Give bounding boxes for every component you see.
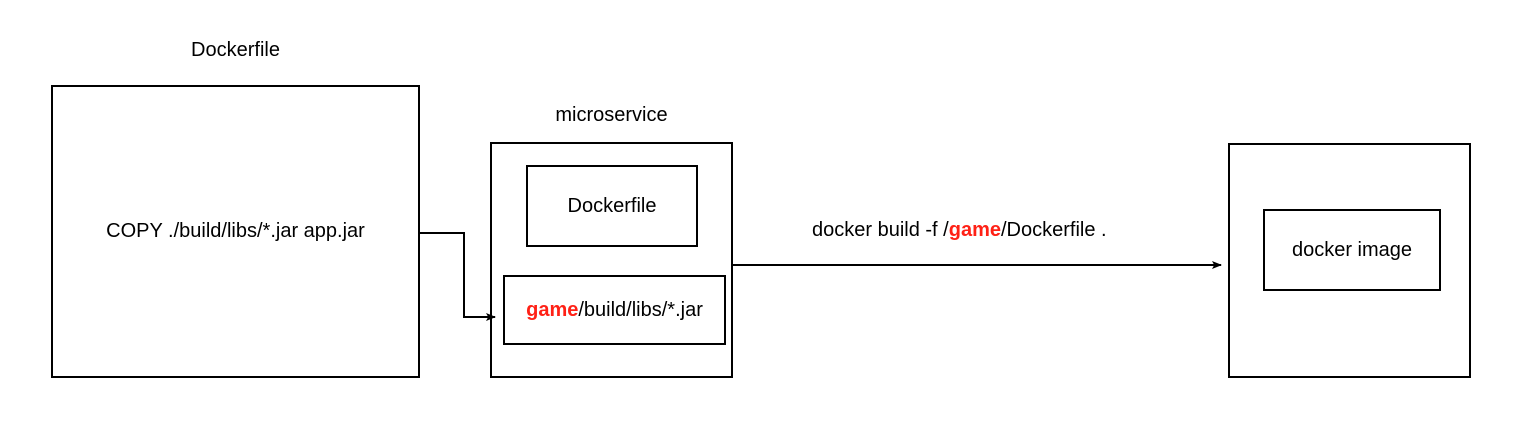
jar-path-accent: game xyxy=(526,298,579,321)
dockerfile-copy-instruction: COPY ./build/libs/*.jar app.jar xyxy=(106,220,365,242)
connector-dockerfile-to-jar xyxy=(420,232,496,321)
build-command-label: docker build -f /game/Dockerfile . xyxy=(812,220,1107,240)
microservice-group-label: microservice xyxy=(555,104,668,126)
build-command-suffix: /Dockerfile . xyxy=(1000,219,1107,241)
microservice-dockerfile-label: Dockerfile xyxy=(567,194,657,217)
dockerfile-group-box[interactable] xyxy=(51,85,420,378)
microservice-jar-path: game/build/libs/*.jar xyxy=(503,275,726,345)
microservice-jar-box[interactable] xyxy=(503,275,726,345)
jar-path-suffix: /build/libs/*.jar xyxy=(578,298,703,321)
build-command-accent: game xyxy=(948,219,1001,241)
build-command-prefix: docker build -f / xyxy=(812,219,949,241)
docker-image-label: docker image xyxy=(1291,238,1413,261)
dockerfile-group-label: Dockerfile xyxy=(191,39,280,61)
microservice-dockerfile-box[interactable] xyxy=(526,165,698,247)
docker-image-inner-box[interactable] xyxy=(1263,209,1441,291)
